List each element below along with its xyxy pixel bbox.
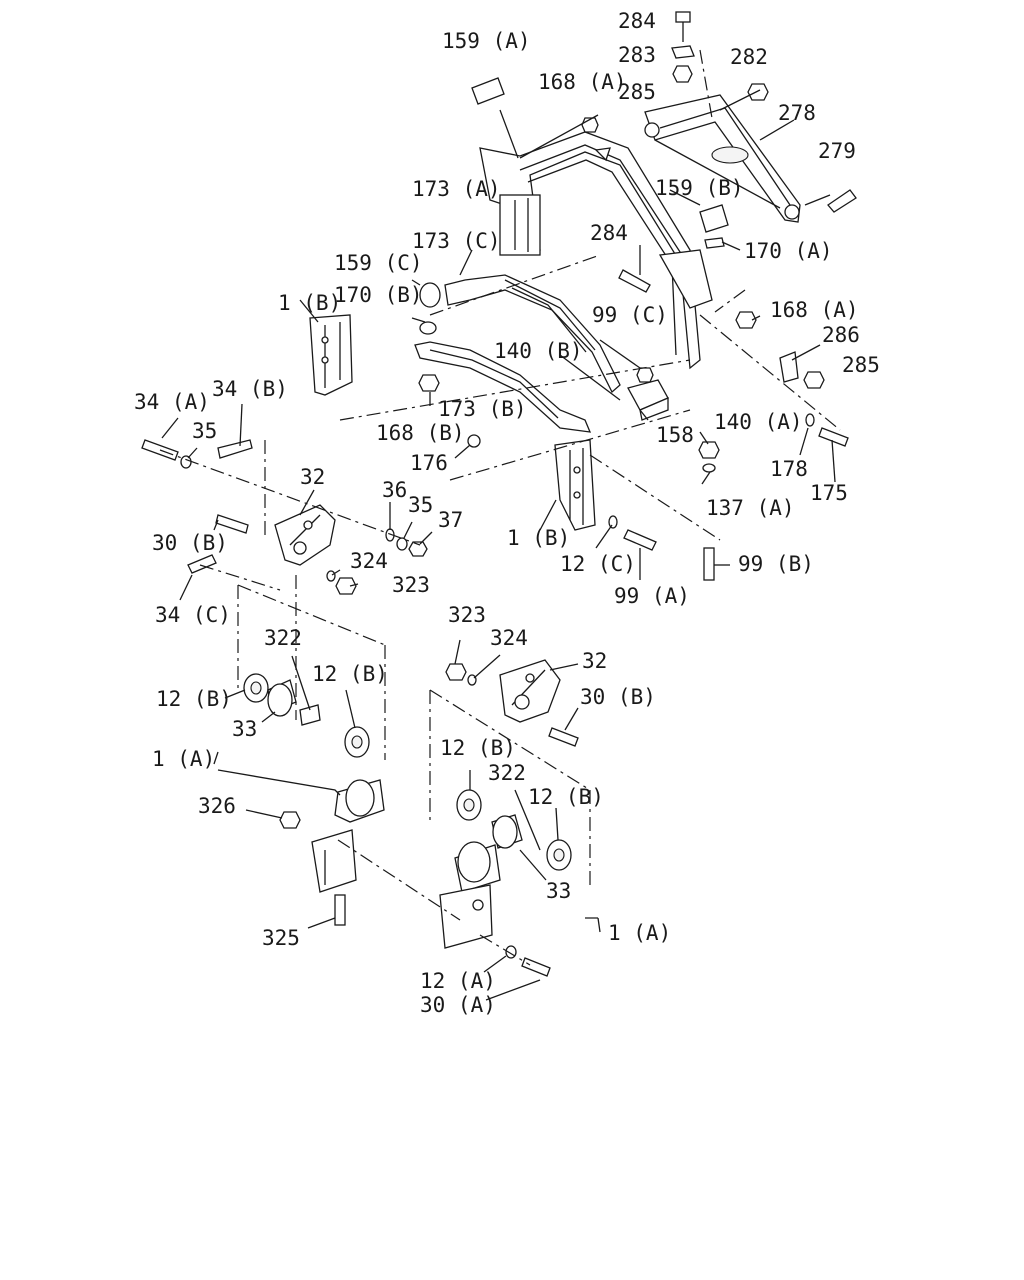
callout-158: 158 — [656, 423, 694, 447]
callout-173c: 173 (C) — [412, 229, 501, 253]
callout-282: 282 — [730, 45, 768, 69]
callout-286: 286 — [822, 323, 860, 347]
bracket-1b-upper — [309, 314, 353, 396]
callout-99a: 99 (A) — [614, 584, 690, 608]
callout-33-right: 33 — [546, 879, 571, 903]
callout-32-right: 32 — [582, 649, 607, 673]
frame-arch-173a — [479, 131, 713, 370]
callout-159b: 159 (B) — [655, 176, 744, 200]
callout-170b: 170 (B) — [334, 283, 423, 307]
callout-159c: 159 (C) — [334, 251, 423, 275]
callout-324-left: 324 — [350, 549, 388, 573]
callout-168a-mid: 168 (A) — [770, 298, 859, 322]
callout-173a: 173 (A) — [412, 177, 501, 201]
callout-30b-left: 30 (B) — [152, 531, 228, 555]
engine-mount-1a-left — [243, 673, 385, 893]
callout-168a-top: 168 (A) — [538, 70, 627, 94]
callout-168b: 168 (B) — [376, 421, 465, 445]
callout-285-mid: 285 — [842, 353, 880, 377]
callout-12c: 12 (C) — [560, 552, 636, 576]
callout-137a: 137 (A) — [706, 496, 795, 520]
callout-30a: 30 (A) — [420, 993, 496, 1017]
callout-33-left: 33 — [232, 717, 257, 741]
callout-12a: 12 (A) — [420, 969, 496, 993]
callout-35-top: 35 — [192, 419, 217, 443]
callout-99b: 99 (B) — [738, 552, 814, 576]
mount-bracket-32-left — [274, 504, 336, 566]
fastener-hardware — [141, 11, 857, 977]
callout-30b-right: 30 (B) — [580, 685, 656, 709]
callout-279: 279 — [818, 139, 856, 163]
callout-12b-r1: 12 (B) — [440, 736, 516, 760]
callout-173b: 173 (B) — [438, 397, 527, 421]
callout-34c: 34 (C) — [155, 603, 231, 627]
callout-99c: 99 (C) — [592, 303, 668, 327]
side-rail-173c — [444, 274, 621, 394]
callout-324-right: 324 — [490, 626, 528, 650]
callout-285-top: 285 — [618, 80, 656, 104]
callout-35-mid: 35 — [408, 493, 433, 517]
bracket-1b-center — [554, 439, 596, 531]
callout-34a: 34 (A) — [134, 390, 210, 414]
callout-36: 36 — [382, 478, 407, 502]
callout-170a: 170 (A) — [744, 239, 833, 263]
callout-labels: 284 283 285 282 159 (A) 168 (A) 278 279 … — [134, 9, 880, 1017]
callout-159a: 159 (A) — [442, 29, 531, 53]
callout-323-left: 323 — [392, 573, 430, 597]
callout-32-top: 32 — [300, 465, 325, 489]
callout-37: 37 — [438, 508, 463, 532]
callout-322-right: 322 — [488, 761, 526, 785]
callout-325: 325 — [262, 926, 300, 950]
callout-1b-mid: 1 (B) — [507, 526, 570, 550]
callout-278: 278 — [778, 101, 816, 125]
callout-12b-l1: 12 (B) — [312, 662, 388, 686]
callout-176: 176 — [410, 451, 448, 475]
callout-283: 283 — [618, 43, 656, 67]
side-rail-173b — [414, 341, 592, 433]
callout-284-top: 284 — [618, 9, 656, 33]
callout-1a-left: 1 (A) — [152, 747, 215, 771]
callout-12b-r2: 12 (B) — [528, 785, 604, 809]
callout-12b-l2: 12 (B) — [156, 687, 232, 711]
callout-323-right: 323 — [448, 603, 486, 627]
callout-284-mid: 284 — [590, 221, 628, 245]
callout-1b-top: 1 (B) — [278, 291, 341, 315]
callout-326: 326 — [198, 794, 236, 818]
callout-175: 175 — [810, 481, 848, 505]
engine-mount-1a-right — [439, 789, 572, 949]
mount-bracket-32-right — [499, 659, 561, 723]
callout-1a-right: 1 (A) — [608, 921, 671, 945]
callout-322-left: 322 — [264, 626, 302, 650]
callout-140a: 140 (A) — [714, 410, 803, 434]
leader-lines — [159, 49, 841, 1001]
callout-140b: 140 (B) — [494, 339, 583, 363]
callout-34b: 34 (B) — [212, 377, 288, 401]
rear-bracket-278 — [644, 94, 801, 223]
mount-block-158 — [627, 379, 669, 421]
callout-178: 178 — [770, 457, 808, 481]
